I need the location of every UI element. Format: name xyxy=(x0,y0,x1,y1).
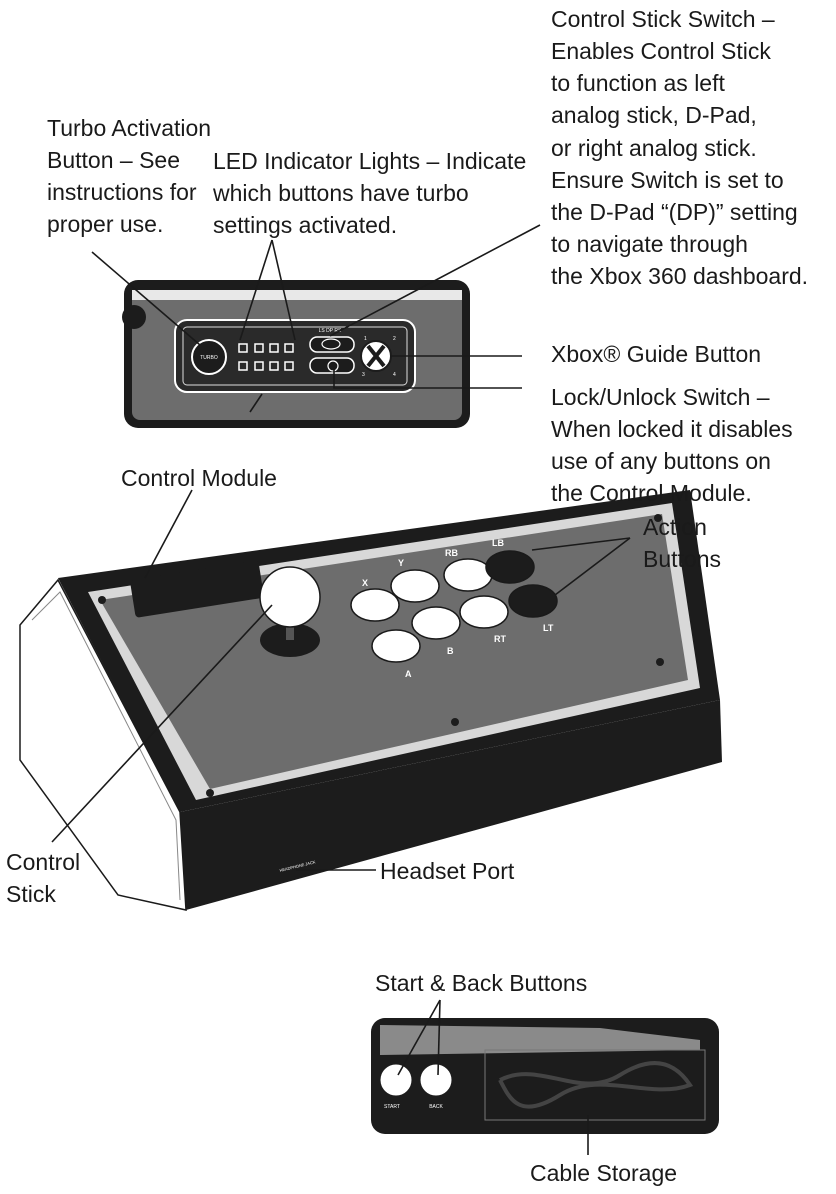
button-b xyxy=(411,606,461,640)
button-label: LB xyxy=(492,538,504,548)
button-x xyxy=(350,588,400,622)
xbox-logo-icon xyxy=(366,344,386,368)
button-rt xyxy=(459,595,509,629)
turbo-button-label: TURBO xyxy=(200,355,218,361)
button-label: Y xyxy=(398,558,404,568)
button-label: A xyxy=(405,669,412,679)
back-label: BACK xyxy=(429,1104,443,1110)
headset-port-callout: Headset Port xyxy=(380,858,515,884)
control-module-closeup: TURBO LS DP RS 1 2 3 4 xyxy=(122,280,470,428)
start-back-callout: Start & Back Buttons xyxy=(375,970,587,996)
control-module xyxy=(130,560,264,618)
turbo-button xyxy=(191,339,227,375)
button-lb xyxy=(485,550,535,584)
player-number: 4 xyxy=(393,372,396,378)
player-number: 3 xyxy=(362,372,365,378)
leader-lines xyxy=(51,224,631,1155)
button-label: LT xyxy=(543,623,554,633)
screw-icon xyxy=(122,305,146,329)
stick-switch-label: LS DP RS xyxy=(319,328,342,334)
start-label: START xyxy=(384,1104,400,1110)
guide-callout: Xbox® Guide Button xyxy=(551,341,761,367)
led-indicators xyxy=(238,343,294,371)
button-label: RT xyxy=(494,634,506,644)
lock-callout: Lock/Unlock Switch –When locked it disab… xyxy=(551,384,793,506)
back-button xyxy=(419,1063,453,1097)
joystick-ball xyxy=(259,566,321,628)
lock-unlock-switch xyxy=(309,357,355,374)
control-module-callout: Control Module xyxy=(121,465,277,491)
player-number: 2 xyxy=(393,336,396,342)
button-label: RB xyxy=(445,548,458,558)
button-y xyxy=(390,569,440,603)
arcade-stick-body: X Y RB LB A B RT LT HEADPHONE JACK xyxy=(19,490,722,911)
stick-switch-callout: Control Stick Switch –Enables Control St… xyxy=(551,6,808,289)
control-stick-switch xyxy=(309,336,355,353)
button-label: B xyxy=(447,646,454,656)
button-lt xyxy=(508,584,558,618)
button-a xyxy=(371,629,421,663)
button-rb xyxy=(443,558,493,592)
cable-storage-callout: Cable Storage xyxy=(530,1160,677,1186)
button-label: X xyxy=(362,578,368,588)
side-panel-closeup: START BACK xyxy=(371,1018,719,1134)
player-number: 1 xyxy=(364,336,367,342)
start-button xyxy=(379,1063,413,1097)
